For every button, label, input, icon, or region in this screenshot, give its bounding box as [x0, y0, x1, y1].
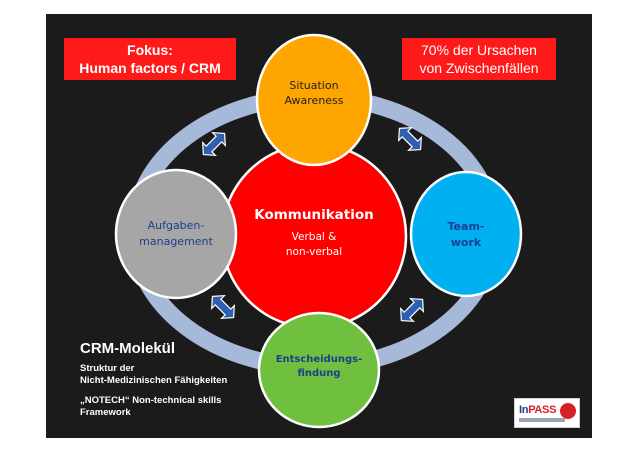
logo-subline-graphic	[519, 418, 565, 422]
label-situation-awareness: Situation Awareness	[264, 78, 364, 108]
crm-line3: „NOTECH“ Non-technical skills	[80, 395, 222, 406]
inpass-logo: InPASS	[514, 398, 580, 428]
crm-line4: Framework	[80, 407, 131, 418]
focus-box-line2: Human factors / CRM	[79, 60, 221, 76]
label-entscheidungsfindung-line1: Entscheidungs-	[275, 354, 363, 365]
node-teamwork	[409, 170, 523, 298]
node-situation-awareness	[255, 33, 373, 167]
crm-molecule-diagram	[114, 33, 523, 429]
double-arrow-icon-top-left	[201, 131, 227, 157]
double-arrow-icon-top-right	[397, 126, 423, 152]
statistic-box-line1: 70% der Ursachen	[421, 42, 537, 58]
crm-line2: Nicht-Medizinischen Fähigkeiten	[80, 375, 228, 386]
focus-box: Fokus: Human factors / CRM	[64, 38, 236, 80]
double-arrow-icon-bottom-right	[399, 297, 425, 323]
crm-title: CRM-Molekül	[80, 340, 175, 357]
inpass-logo-text: InPASS	[519, 404, 556, 416]
node-entscheidungsfindung	[257, 311, 381, 429]
label-kommunikation: Kommunikation Verbal & non-verbal	[244, 206, 384, 260]
node-aufgabenmanagement	[114, 168, 238, 300]
logo-text-in: In	[519, 404, 529, 416]
label-aufgabenmanagement: Aufgaben- management	[121, 218, 231, 250]
label-teamwork-line2: work	[450, 236, 482, 249]
statistic-box-line2: von Zwischenfällen	[419, 60, 539, 76]
label-kommunikation-title: Kommunikation	[254, 207, 374, 223]
focus-box-line1: Fokus:	[127, 42, 173, 58]
crm-line1: Struktur der	[80, 363, 135, 374]
slide: Situation Awareness Aufgaben- management…	[46, 14, 592, 438]
crm-description: CRM-Molekül Struktur der Nicht-Medizinis…	[80, 340, 280, 419]
label-kommunikation-sub2: non-verbal	[285, 246, 343, 258]
label-aufgabenmanagement-line1: Aufgaben-	[147, 219, 205, 232]
label-teamwork-line1: Team-	[447, 220, 485, 233]
statistic-box: 70% der Ursachen von Zwischenfällen	[402, 38, 556, 80]
label-entscheidungsfindung: Entscheidungs- findung	[264, 353, 374, 381]
label-entscheidungsfindung-line2: findung	[297, 368, 341, 379]
label-aufgabenmanagement-line2: management	[139, 235, 213, 248]
crm-spacer	[80, 387, 280, 395]
label-teamwork: Team- work	[426, 219, 506, 251]
double-arrow-icon-bottom-left	[210, 294, 236, 320]
label-situation-awareness-line2: Awareness	[284, 94, 344, 107]
label-kommunikation-sub1: Verbal &	[291, 231, 337, 243]
label-situation-awareness-line1: Situation	[289, 79, 339, 92]
logo-text-pass: PASS	[528, 404, 557, 416]
logo-emblem-icon	[560, 403, 576, 419]
